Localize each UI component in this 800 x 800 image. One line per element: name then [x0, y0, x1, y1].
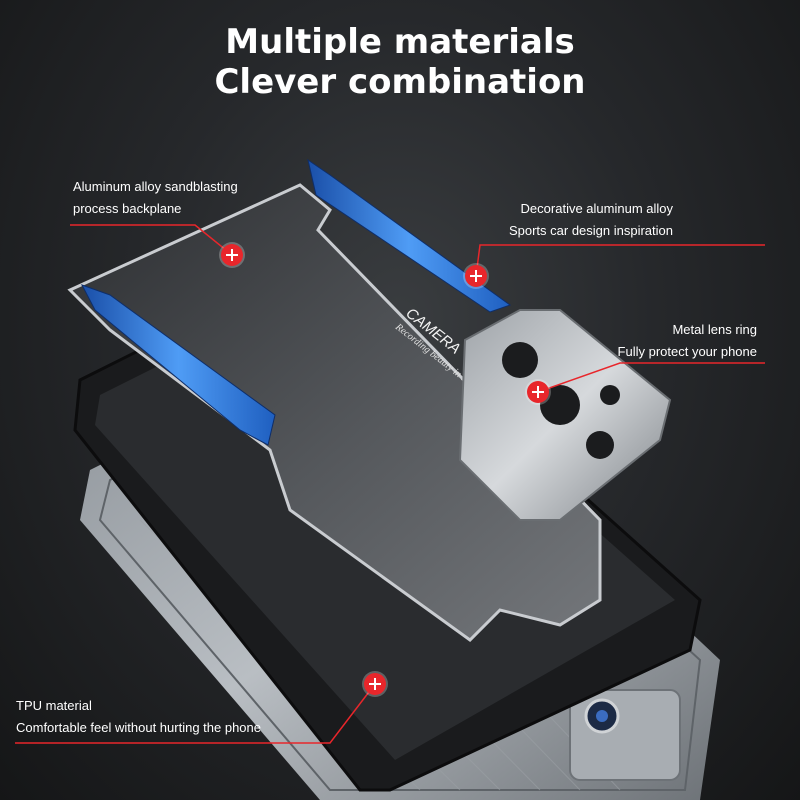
callout-stripe-line1: Decorative aluminum alloy	[520, 201, 673, 216]
marker-lens-ring[interactable]	[527, 381, 549, 403]
callout-stripe: Decorative aluminum alloy Sports car des…	[509, 198, 673, 242]
callout-backplate: Aluminum alloy sandblasting process back…	[73, 176, 238, 220]
marker-backplate[interactable]	[221, 244, 243, 266]
aluminum-backplate	[67, 183, 602, 642]
decorative-stripe-left	[80, 284, 276, 446]
headline-line-1: Multiple materials	[225, 22, 575, 62]
callout-stripe-line2: Sports car design inspiration	[508, 223, 673, 238]
metal-lens-ring	[458, 309, 672, 521]
callout-lens-ring-line1: Metal lens ring	[672, 322, 757, 337]
callout-lens-ring: Metal lens ring Fully protect your phone	[618, 319, 757, 363]
decorative-stripe-right	[307, 158, 512, 313]
callout-backplate-line1: Aluminum alloy sandblasting	[73, 179, 238, 194]
headline-line-2: Clever combination	[214, 62, 586, 102]
callout-lens-ring-line2: Fully protect your phone	[617, 344, 757, 359]
marker-stripe[interactable]	[465, 265, 487, 287]
marker-tpu[interactable]	[364, 673, 386, 695]
callout-tpu-line2: Comfortable feel without hurting the pho…	[16, 720, 261, 735]
callout-tpu: TPU material Comfortable feel without hu…	[16, 695, 261, 739]
callout-backplate-line2: process backplane	[73, 201, 182, 216]
callout-tpu-line1: TPU material	[16, 698, 92, 713]
